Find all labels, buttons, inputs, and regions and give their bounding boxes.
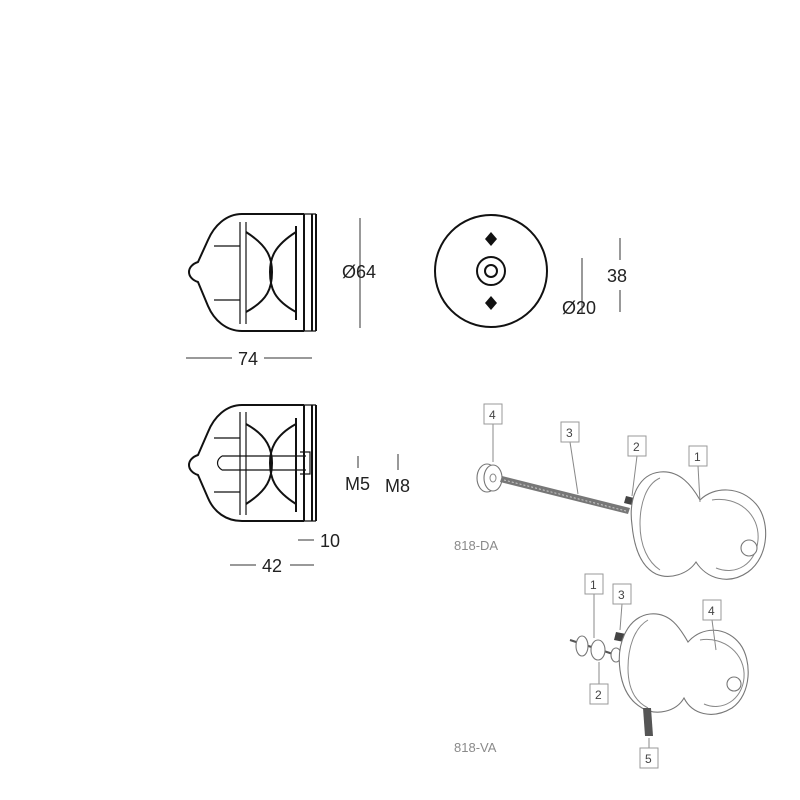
model-code-818-va: 818-VA [454, 740, 497, 755]
exploded-view-818-da [476, 463, 767, 580]
callout-da-1: 1 [694, 450, 701, 464]
dimension-projection: 10 [320, 531, 340, 551]
dimension-width-side: 74 [238, 349, 258, 369]
knob-front-view [434, 214, 548, 328]
callout-va-2: 2 [595, 688, 602, 702]
callouts-818-va: 1 3 4 2 5 [584, 573, 722, 769]
callout-da-4: 4 [489, 408, 496, 422]
callout-da-3: 3 [566, 426, 573, 440]
callouts-818-da: 4 3 2 1 [483, 403, 708, 503]
callout-va-3: 3 [618, 588, 625, 602]
dimension-depth: 42 [262, 556, 282, 576]
exploded-view-818-va [569, 613, 749, 736]
callout-va-4: 4 [708, 604, 715, 618]
callout-va-5: 5 [645, 752, 652, 766]
dimension-thread-m5: M5 [345, 474, 370, 494]
dimension-thread-m8: M8 [385, 476, 410, 496]
model-code-818-da: 818-DA [454, 538, 498, 553]
dimension-base-height: 38 [607, 266, 627, 286]
dimension-diameter-base: Ø20 [562, 298, 596, 318]
dimension-diameter-knob: Ø64 [342, 262, 376, 282]
callout-da-2: 2 [633, 440, 640, 454]
knob-section-view [188, 404, 317, 522]
knob-side-view [188, 213, 317, 332]
callout-va-1: 1 [590, 578, 597, 592]
